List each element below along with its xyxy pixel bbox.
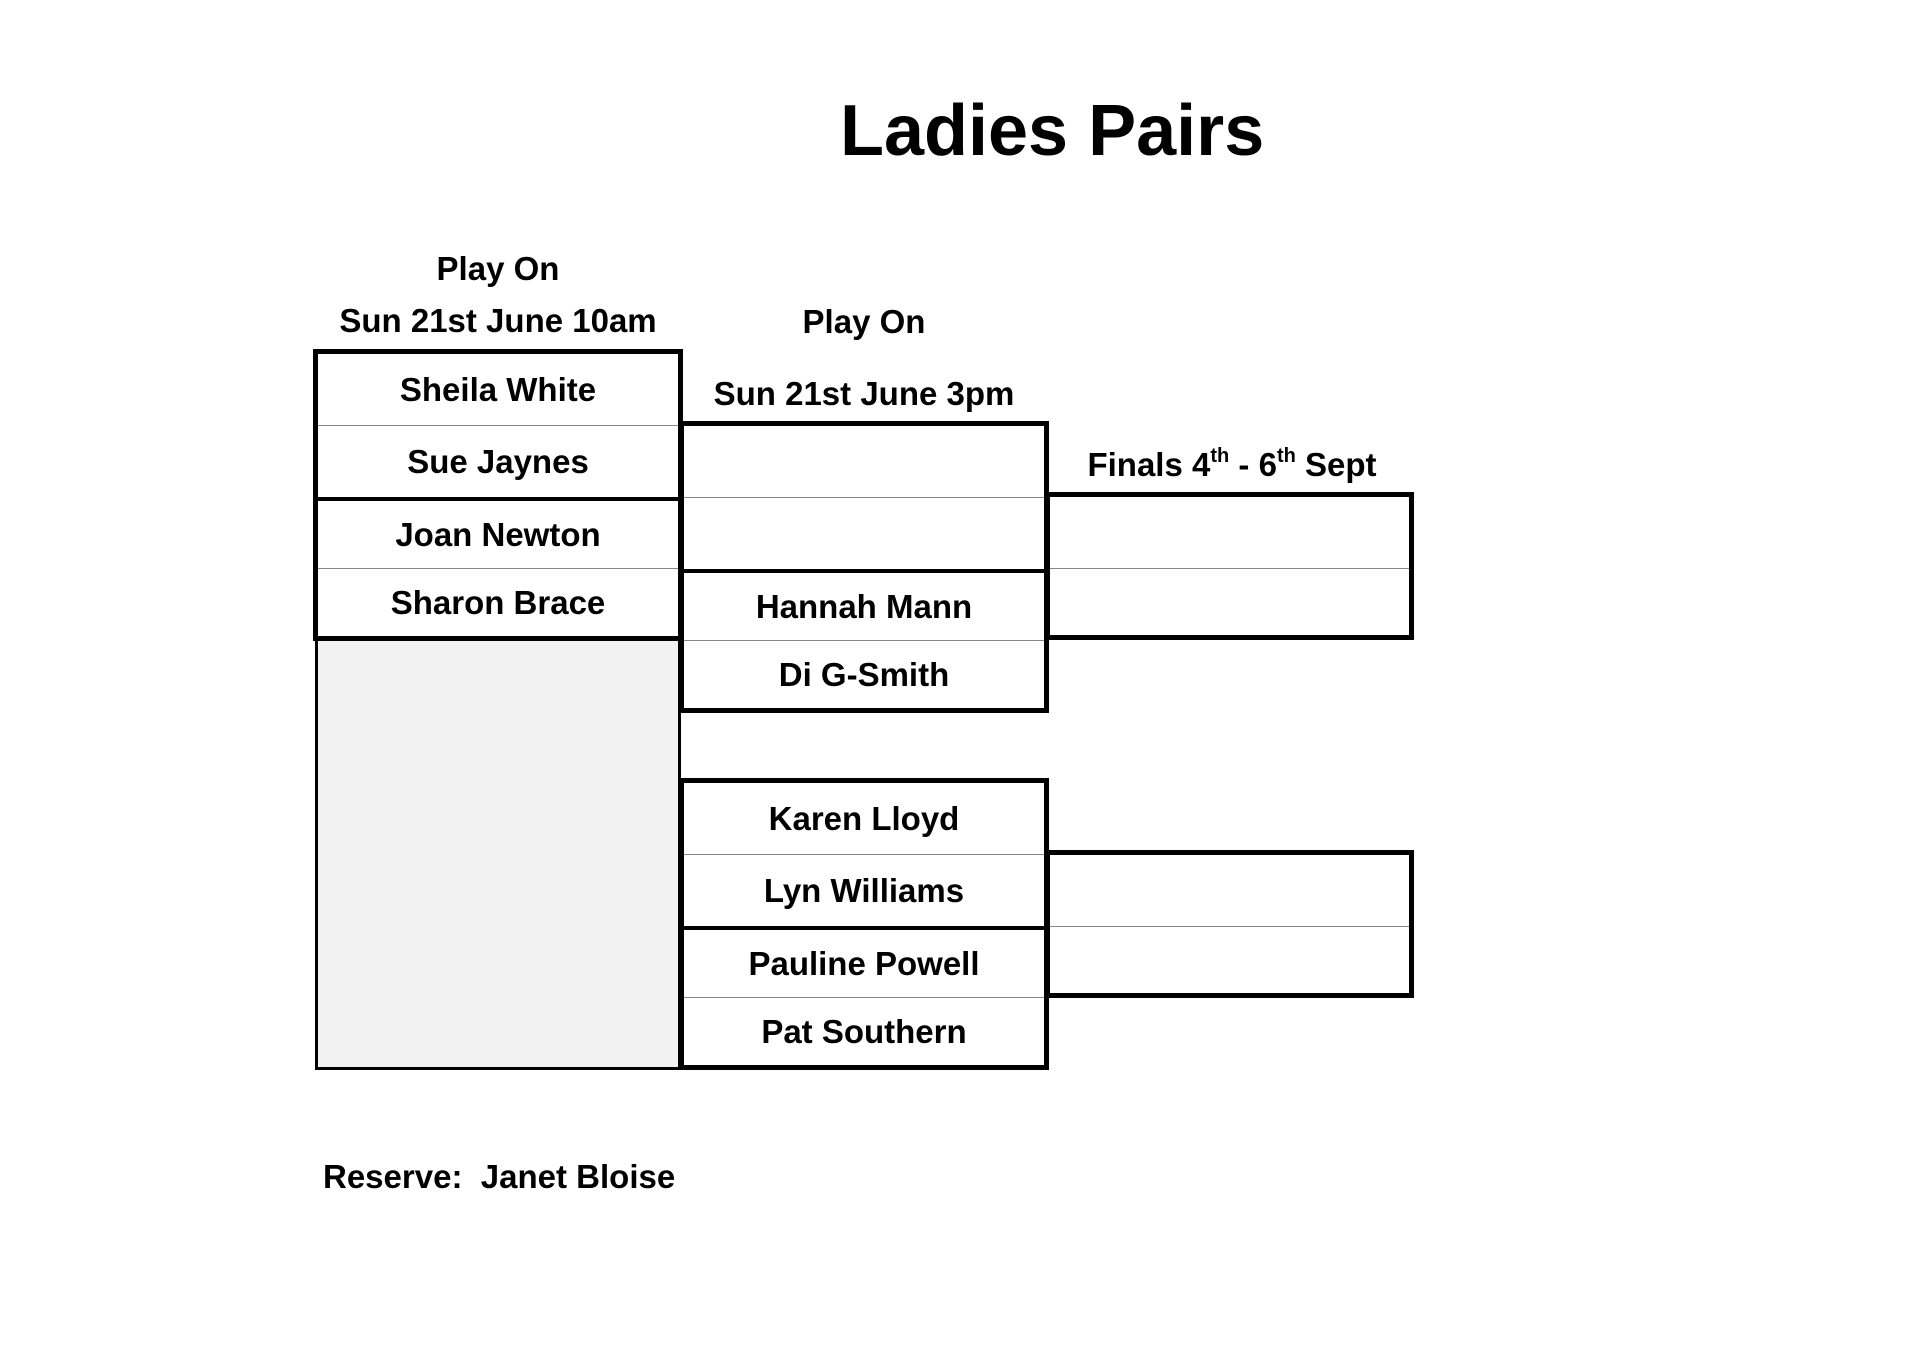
player-name: Pat Southern [761, 1013, 967, 1050]
finals-header-mid: - 6 [1229, 446, 1277, 483]
player-name: Di G-Smith [778, 656, 950, 693]
round2-player-cell: Lyn Williams [684, 854, 1044, 927]
finals-bottom-box [1045, 850, 1414, 998]
finals-cell [1050, 926, 1409, 994]
finals-header-suffix: Sept [1295, 446, 1377, 483]
player-name: Lyn Williams [763, 872, 965, 909]
empty-bracket-area [315, 641, 681, 1070]
player-name: Sharon Brace [390, 584, 606, 621]
player-name: Pauline Powell [748, 945, 980, 982]
round1-player-cell: Joan Newton [318, 497, 678, 572]
round2-bottom-box: Karen Lloyd Lyn Williams Pauline Powell … [679, 778, 1049, 1070]
round2-player-cell [684, 497, 1044, 570]
page-title: Ladies Pairs [840, 91, 1265, 171]
round1-player-cell: Sue Jaynes [318, 425, 678, 498]
reserve-line: Reserve: Janet Bloise [323, 1155, 675, 1199]
round1-header: Play On Sun 21st June 10am [315, 247, 681, 343]
round1-box: Sheila White Sue Jaynes Joan Newton Shar… [313, 349, 683, 641]
player-name: Karen Lloyd [768, 800, 960, 837]
finals-header: Finals 4th - 6th Sept [1047, 443, 1417, 487]
player-name: Sheila White [399, 371, 597, 408]
finals-header-sup2: th [1276, 445, 1296, 467]
reserve-label: Reserve: [323, 1158, 463, 1195]
finals-cell [1050, 855, 1409, 926]
round2-player-cell: Pauline Powell [684, 926, 1044, 1001]
player-name: Sue Jaynes [407, 443, 589, 480]
round2-header-line1: Play On [802, 303, 926, 340]
round2-player-cell: Di G-Smith [684, 640, 1044, 709]
player-name: Joan Newton [395, 516, 601, 553]
round2-header-line2: Sun 21st June 3pm [713, 375, 1015, 412]
round1-header-line2: Sun 21st June 10am [339, 302, 657, 339]
round1-header-line1: Play On [436, 250, 560, 287]
round2-player-cell [684, 426, 1044, 497]
round2-top-box: Hannah Mann Di G-Smith [679, 421, 1049, 713]
finals-header-sup1: th [1210, 445, 1230, 467]
reserve-name: Janet Bloise [480, 1158, 676, 1195]
round2-player-cell: Hannah Mann [684, 569, 1044, 644]
finals-cell [1050, 497, 1409, 568]
finals-header-prefix: Finals 4 [1087, 446, 1211, 483]
round2-header: Play On Sun 21st June 3pm [681, 300, 1047, 416]
round2-player-cell: Karen Lloyd [684, 783, 1044, 854]
finals-cell [1050, 568, 1409, 636]
finals-top-box [1045, 492, 1414, 640]
round1-player-cell: Sheila White [318, 354, 678, 425]
round2-player-cell: Pat Southern [684, 997, 1044, 1066]
player-name: Hannah Mann [755, 588, 973, 625]
round1-player-cell: Sharon Brace [318, 568, 678, 637]
